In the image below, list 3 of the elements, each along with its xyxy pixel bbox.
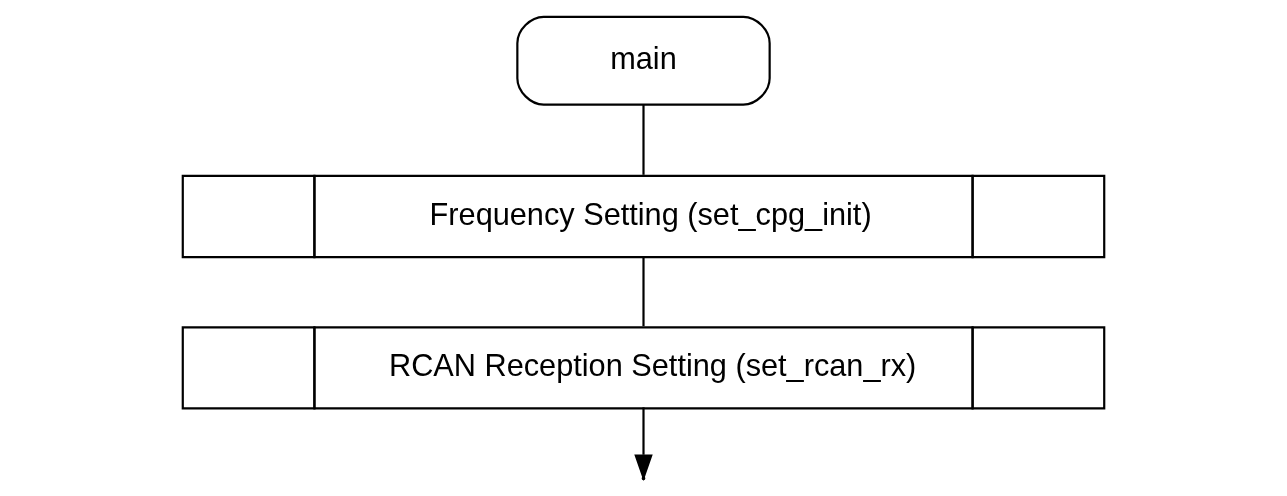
node-box: main: [516, 15, 771, 106]
connector: [642, 256, 645, 327]
connector: [642, 104, 645, 175]
